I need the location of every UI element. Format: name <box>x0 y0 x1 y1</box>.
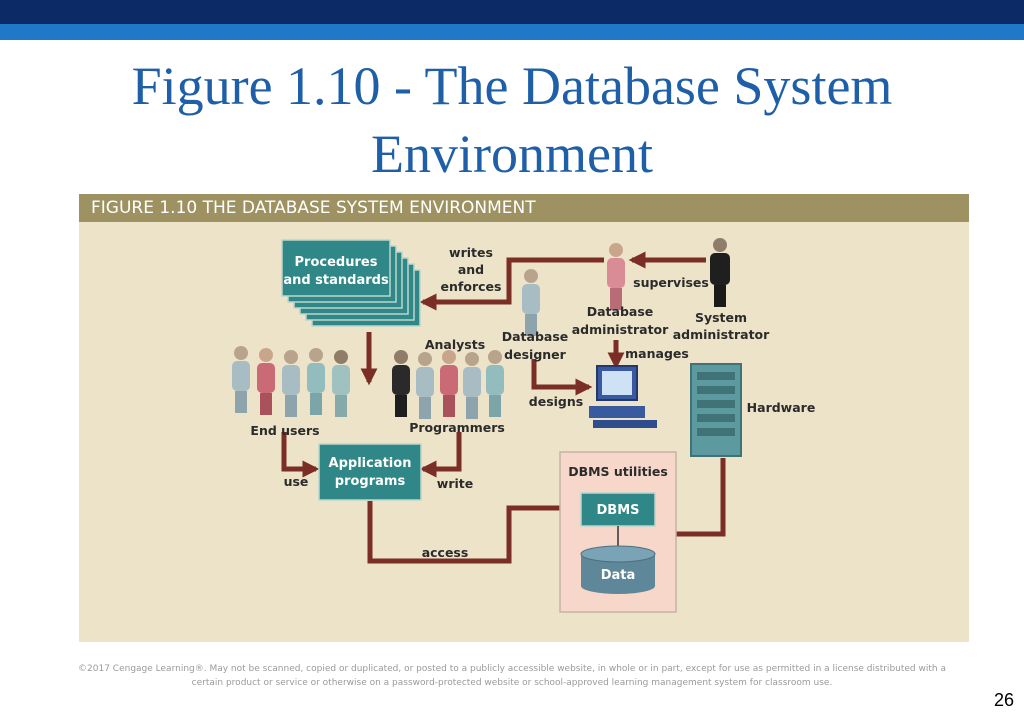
copyright-notice: ©2017 Cengage Learning®. May not be scan… <box>60 662 964 690</box>
db-admin-label-1: Database <box>587 304 654 319</box>
writes-label-2: and <box>458 262 484 277</box>
top-banner-light <box>0 24 1024 40</box>
sys-admin-label-1: System <box>695 310 747 325</box>
person-icon <box>392 350 410 417</box>
figure-header-text: FIGURE 1.10 THE DATABASE SYSTEM ENVIRONM… <box>91 198 536 218</box>
end-users-group <box>232 346 350 417</box>
page-number: 26 <box>993 690 1014 710</box>
database-administrator-person-icon <box>607 243 625 310</box>
end-users-label: End users <box>250 423 319 438</box>
programmers-label: Programmers <box>409 420 505 435</box>
figure-panel: FIGURE 1.10 THE DATABASE SYSTEM ENVIRONM… <box>79 194 969 642</box>
computer-icon <box>589 365 657 428</box>
system-administrator-person-icon <box>710 238 730 307</box>
person-icon <box>232 346 250 413</box>
dbms-utilities-container: DBMS utilities DBMS Data <box>559 451 677 613</box>
person-icon <box>257 348 275 415</box>
programmers-group <box>392 350 504 419</box>
data-cylinder-icon <box>580 545 656 594</box>
writes-label-1: writes <box>449 245 493 260</box>
writes-label-3: enforces <box>441 279 502 294</box>
dbms-label: DBMS <box>597 503 640 518</box>
hardware-server-icon <box>690 363 742 457</box>
slide-title: Figure 1.10 - The Database System Enviro… <box>0 52 1024 188</box>
db-designer-label-2: designer <box>504 347 566 362</box>
hardware-label: Hardware <box>747 400 816 415</box>
top-banner-dark <box>0 0 1024 24</box>
supervises-label: supervises <box>633 275 709 290</box>
procedures-label-2: and standards <box>283 273 389 288</box>
arrow-designs <box>531 359 593 396</box>
person-icon <box>463 352 481 419</box>
write-label: write <box>437 476 473 491</box>
person-icon <box>416 352 434 419</box>
access-label: access <box>422 545 469 560</box>
arrow-write <box>419 432 462 478</box>
application-programs-box: Application programs <box>318 443 422 501</box>
designs-label: designs <box>529 394 583 409</box>
analysts-label: Analysts <box>425 337 485 352</box>
data-label: Data <box>601 568 636 583</box>
use-label: use <box>284 474 309 489</box>
db-admin-label-2: administrator <box>572 322 669 337</box>
line-hardware-to-dbms <box>675 458 726 537</box>
application-programs-label-2: programs <box>335 474 406 489</box>
application-programs-label-1: Application <box>329 456 412 471</box>
slide-title-line1: Figure 1.10 - The Database System <box>131 56 893 116</box>
arrow-access <box>367 499 583 564</box>
arrow-use <box>281 432 320 478</box>
person-icon <box>486 350 504 417</box>
manages-label: manages <box>625 346 689 361</box>
database-designer-person-icon <box>522 269 540 336</box>
arrow-writes-enforces <box>419 257 604 311</box>
dbms-utilities-label: DBMS utilities <box>568 464 668 479</box>
database-environment-diagram: Procedures and standards <box>232 238 816 613</box>
db-designer-label-1: Database <box>502 329 569 344</box>
person-icon <box>332 350 350 417</box>
slide-title-line2: Environment <box>371 124 653 184</box>
copyright-line1: ©2017 Cengage Learning®. May not be scan… <box>78 664 946 674</box>
copyright-line2: certain product or service or otherwise … <box>191 678 833 688</box>
person-icon <box>440 350 458 417</box>
sys-admin-label-2: administrator <box>673 327 770 342</box>
procedures-stack: Procedures and standards <box>281 239 421 327</box>
figure-header: FIGURE 1.10 THE DATABASE SYSTEM ENVIRONM… <box>79 194 969 222</box>
person-icon <box>282 350 300 417</box>
person-icon <box>307 348 325 415</box>
procedures-label-1: Procedures <box>295 255 378 270</box>
